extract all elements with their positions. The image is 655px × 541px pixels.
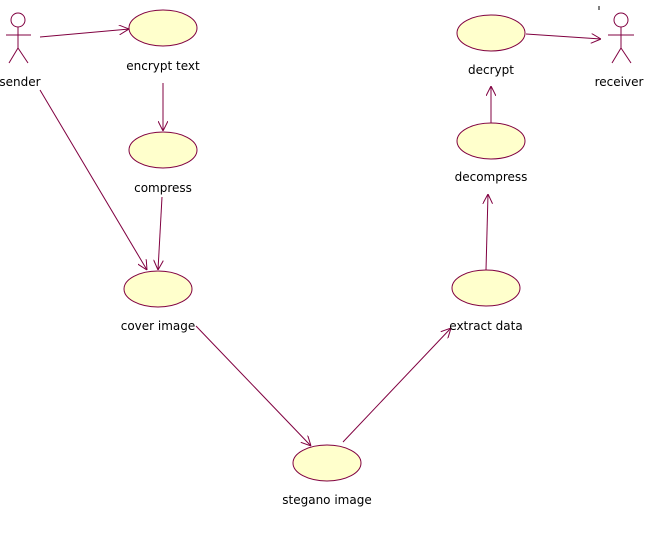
use-case-compress-label: compress bbox=[134, 181, 192, 195]
edge-stegano-image-to-extract-data bbox=[342, 328, 451, 443]
use-case-stegano-image-shape bbox=[292, 444, 362, 482]
use-case-decompress-label: decompress bbox=[455, 170, 528, 184]
edge-decrypt-to-receiver bbox=[525, 34, 601, 39]
actor-sender-label: sender bbox=[0, 75, 41, 89]
edge-sender-to-cover-image bbox=[39, 89, 147, 270]
actor-sender-left-leg bbox=[8, 47, 19, 64]
use-case-encrypt-text-label: encrypt text bbox=[126, 59, 200, 73]
use-case-cover-image-label: cover image bbox=[121, 319, 196, 333]
use-case-decrypt-shape bbox=[456, 14, 526, 52]
edges bbox=[39, 29, 601, 446]
actor-receiver-right-leg bbox=[620, 47, 632, 64]
actor-sender[interactable] bbox=[6, 12, 31, 64]
use-case-extract-data-shape bbox=[451, 269, 521, 307]
use-case-encrypt-text[interactable]: encrypt text bbox=[126, 9, 200, 73]
actor-receiver-left-leg bbox=[611, 47, 622, 64]
use-case-decrypt[interactable]: decrypt bbox=[456, 14, 526, 77]
use-case-stegano-image-label: stegano image bbox=[282, 493, 371, 507]
use-case-decompress-shape bbox=[456, 122, 526, 160]
use-case-stegano-image[interactable]: stegano image bbox=[282, 444, 372, 507]
use-case-extract-data[interactable]: extract data bbox=[449, 269, 523, 333]
use-case-cover-image-shape bbox=[123, 270, 193, 308]
actor-sender-head bbox=[10, 12, 26, 28]
edge-sender-to-encrypt-text bbox=[39, 29, 129, 38]
actor-receiver[interactable] bbox=[598, 6, 634, 64]
edge-extract-data-to-decompress bbox=[486, 194, 488, 271]
actor-sender-right-leg bbox=[17, 47, 29, 64]
edge-cover-image-to-stegano-image bbox=[195, 325, 311, 446]
edge-compress-to-cover-image bbox=[158, 196, 162, 270]
use-case-encrypt-text-shape bbox=[128, 9, 198, 47]
use-case-decompress[interactable]: decompress bbox=[455, 122, 528, 184]
use-case-extract-data-label: extract data bbox=[449, 319, 522, 333]
use-case-cover-image[interactable]: cover image bbox=[121, 270, 196, 333]
actor-receiver-label: receiver bbox=[595, 75, 644, 89]
use-case-compress-shape bbox=[128, 131, 198, 169]
actor-receiver-head bbox=[613, 12, 629, 28]
use-case-decrypt-label: decrypt bbox=[468, 63, 514, 77]
use-case-compress[interactable]: compress bbox=[128, 131, 198, 195]
